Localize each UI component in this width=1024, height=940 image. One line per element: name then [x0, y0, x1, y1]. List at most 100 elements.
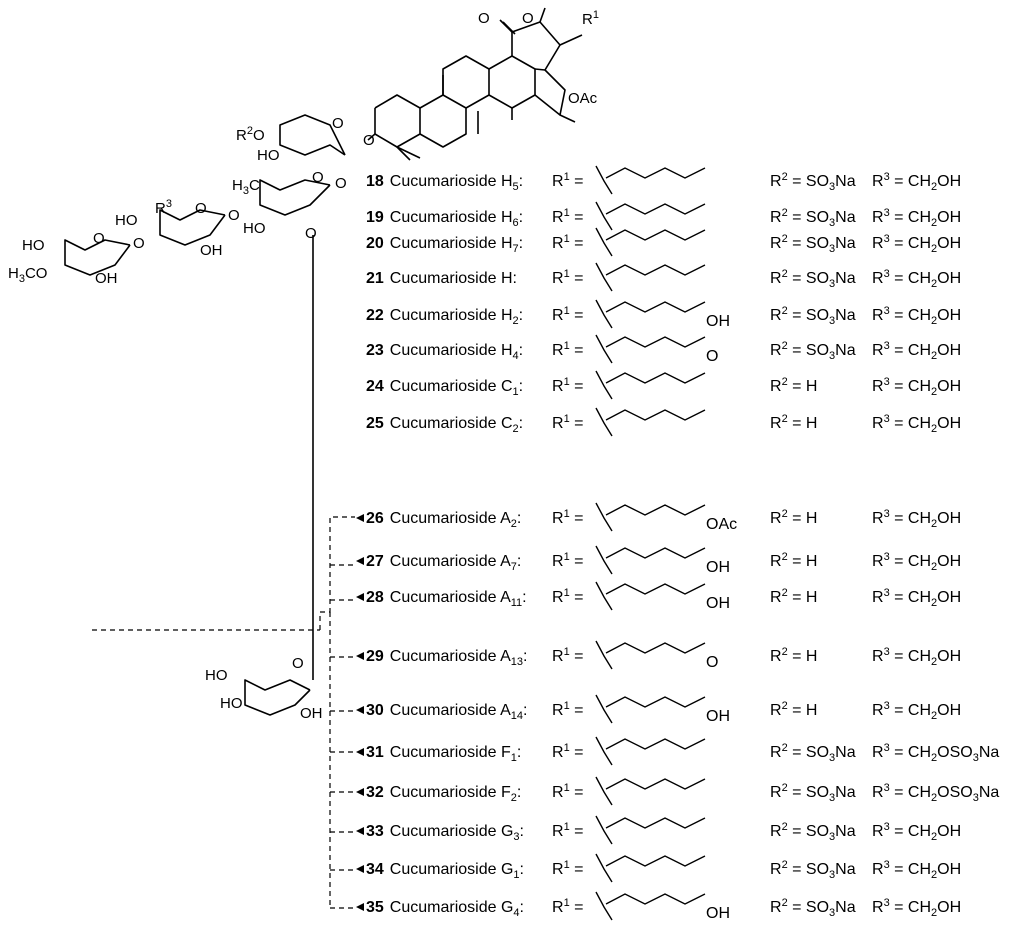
compound-name: Cucumarioside H	[390, 235, 513, 252]
arrow-head	[356, 706, 364, 714]
side-chain	[605, 301, 706, 313]
side-chain	[605, 547, 706, 559]
side-chain	[605, 855, 706, 867]
ring-oxygen: O	[522, 10, 534, 27]
wavy-bond	[595, 502, 613, 532]
wavy-bond	[595, 227, 613, 257]
side-chain	[605, 264, 706, 276]
compound-number: 27	[366, 553, 384, 570]
compound-number: 30	[366, 702, 384, 719]
side-chain	[605, 203, 706, 215]
sugar3-ring-o: O	[195, 200, 207, 217]
r2-equals: R2 = SO3Na	[770, 207, 856, 229]
wavy-bond	[595, 299, 613, 329]
compound-subscript: 5	[513, 181, 519, 193]
compound-subscript: 7	[513, 243, 519, 255]
sugar4-oh: OH	[95, 270, 118, 287]
r2-equals: R2 = H	[770, 413, 817, 432]
side-chain	[605, 336, 706, 348]
scaffold-labels: O O R1 OAc O R2O HO O O H3C O HO O HO R3…	[8, 9, 599, 722]
side-chain-label: OH	[706, 595, 730, 612]
dashed-connectors	[92, 516, 355, 909]
arrow-head	[356, 827, 364, 835]
side-chain-label: O	[706, 654, 718, 671]
compound-subscript: 2	[513, 423, 519, 435]
compound-number: 21	[366, 270, 384, 287]
side-chain	[605, 409, 706, 421]
compound-number: 29	[366, 648, 384, 665]
side-chain-label: OH	[706, 708, 730, 725]
r2-equals: R2 = SO3Na	[770, 897, 856, 919]
compound-name: Cucumarioside F	[390, 744, 511, 761]
compound-subscript: 2	[511, 518, 517, 530]
r2-equals: R2 = SO3Na	[770, 821, 856, 843]
r2-equals: R2 = H	[770, 646, 817, 665]
sugar2-o-link: O	[305, 225, 317, 242]
sugar3-r3: R3	[155, 198, 172, 217]
wavy-bond	[595, 201, 613, 231]
compound-name: Cucumarioside A	[390, 589, 511, 606]
r3-equals: R3 = CH2OSO3Na	[872, 742, 999, 764]
r3-equals: R3 = CH2OH	[872, 376, 961, 398]
sugar2-ho: HO	[243, 220, 266, 237]
wavy-bond	[595, 640, 613, 670]
r3-equals: R3 = CH2OH	[872, 646, 961, 668]
r2-equals: R2 = H	[770, 587, 817, 606]
r3-equals: R3 = CH2OH	[872, 413, 961, 435]
compound-name: Cucumarioside H	[390, 342, 513, 359]
compound-name: Cucumarioside F	[390, 784, 511, 801]
wavy-bond	[595, 891, 613, 921]
compound-number: 18	[366, 173, 384, 190]
r3-equals: R3 = CH2OH	[872, 859, 961, 881]
r2-equals: R2 = SO3Na	[770, 859, 856, 881]
side-chain	[605, 642, 706, 654]
r2-equals: R2 = SO3Na	[770, 268, 856, 290]
compound-name: Cucumarioside G	[390, 823, 514, 840]
sugar3-o-link: O	[228, 207, 240, 224]
compound-number: 26	[366, 510, 384, 527]
compound-number: 32	[366, 784, 384, 801]
r1-equals: R1 =	[552, 508, 583, 527]
side-chain-label: OH	[706, 905, 730, 922]
compound-subscript: 6	[513, 217, 519, 229]
compound-number: 31	[366, 744, 384, 761]
r1-equals: R1 =	[552, 413, 583, 432]
arrow-head	[356, 788, 364, 796]
compound-subscript: 4	[513, 907, 519, 919]
compound-number: 34	[366, 861, 384, 878]
arrow-head	[356, 514, 364, 522]
r1-equals: R1 =	[552, 587, 583, 606]
compound-subscript: 3	[513, 831, 519, 843]
r1-label: R1	[582, 9, 599, 28]
xylose-ho1: HO	[205, 667, 228, 684]
xylose-ring-o: O	[292, 655, 304, 672]
r2-label: R2O	[236, 125, 265, 144]
compound-number: 33	[366, 823, 384, 840]
r1-equals: R1 =	[552, 782, 583, 801]
link-o-1: O	[335, 175, 347, 192]
compound-subscript: 14	[511, 710, 523, 722]
r3-equals: R3 = CH2OH	[872, 551, 961, 573]
compound-number: 24	[366, 378, 384, 395]
compound-name: Cucumarioside H	[390, 173, 513, 190]
sugar2-ring-o: O	[312, 169, 324, 186]
r1-equals: R1 =	[552, 340, 583, 359]
sugar4-meo: H3CO	[8, 265, 47, 285]
r1-equals: R1 =	[552, 742, 583, 761]
arrow-head	[356, 903, 364, 911]
side-chain	[605, 817, 706, 829]
